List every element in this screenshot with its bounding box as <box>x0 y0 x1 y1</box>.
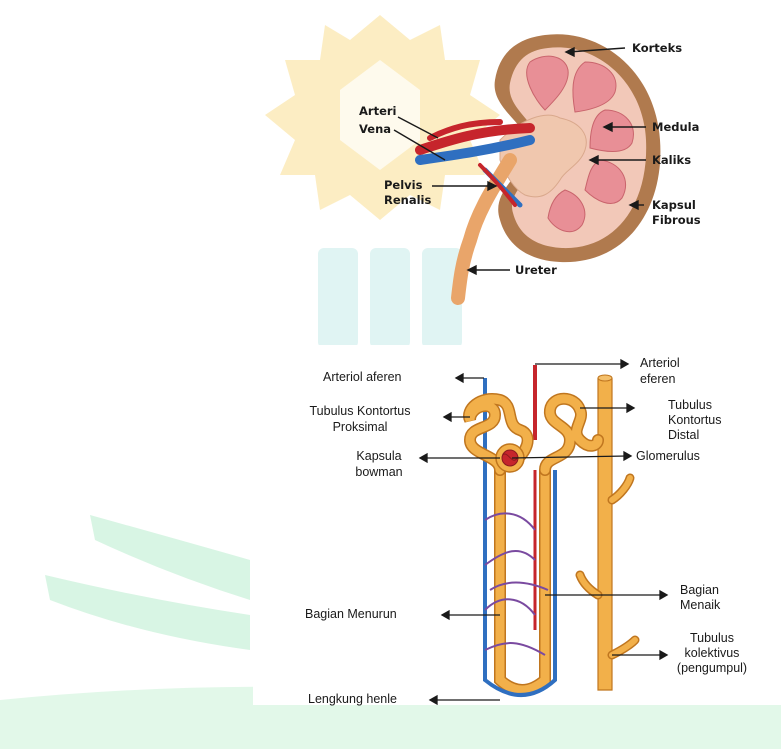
label-tkp-2: Proksimal <box>282 420 438 435</box>
label-tkd-1: Tubulus <box>668 398 712 413</box>
henle-loop <box>500 470 545 690</box>
label-menurun: Bagian Menurun <box>305 607 397 622</box>
label-tkp-1: Tubulus Kontortus <box>282 404 438 419</box>
arrowhead-glomerulus <box>624 452 631 460</box>
distal-convoluted-tubule <box>545 399 598 470</box>
collecting-duct <box>598 378 612 690</box>
collecting-duct-top <box>598 375 612 381</box>
arrowhead-henle <box>430 696 437 704</box>
label-glomerulus: Glomerulus <box>636 449 700 464</box>
label-arteriol-eferen-1: Arteriol <box>640 356 680 371</box>
arrowhead-eferen <box>621 360 628 368</box>
label-henle: Lengkung henle <box>308 692 397 707</box>
label-kolektivus-3: (pengumpul) <box>668 661 756 676</box>
capillary-1 <box>485 513 535 530</box>
arrowhead-tkd <box>627 404 634 412</box>
capillary-2 <box>485 551 535 565</box>
label-menaik-1: Bagian <box>680 583 719 598</box>
label-kapsula-1: Kapsula <box>344 449 414 464</box>
label-kolektivus-1: Tubulus <box>668 631 756 646</box>
arrowhead-menurun <box>442 611 449 619</box>
label-kolektivus-2: kolektivus <box>668 646 756 661</box>
arrowhead-tkp <box>444 413 451 421</box>
arrowhead-kapsula <box>420 454 427 462</box>
label-arteriol-eferen-2: eferen <box>640 372 675 387</box>
label-menaik-2: Menaik <box>680 598 720 613</box>
arrowhead-kolektivus <box>660 651 667 659</box>
label-arteriol-aferen: Arteriol aferen <box>323 370 402 385</box>
arrowhead-aferen <box>456 374 463 382</box>
label-kapsula-2: bowman <box>344 465 414 480</box>
collecting-branch-2-fill <box>580 575 598 595</box>
arrowhead-menaik <box>660 591 667 599</box>
label-tkd-2: Kontortus <box>668 413 722 428</box>
henle-loop-outline <box>500 470 545 690</box>
capillary-3 <box>485 599 535 615</box>
label-tkd-3: Distal <box>668 428 699 443</box>
